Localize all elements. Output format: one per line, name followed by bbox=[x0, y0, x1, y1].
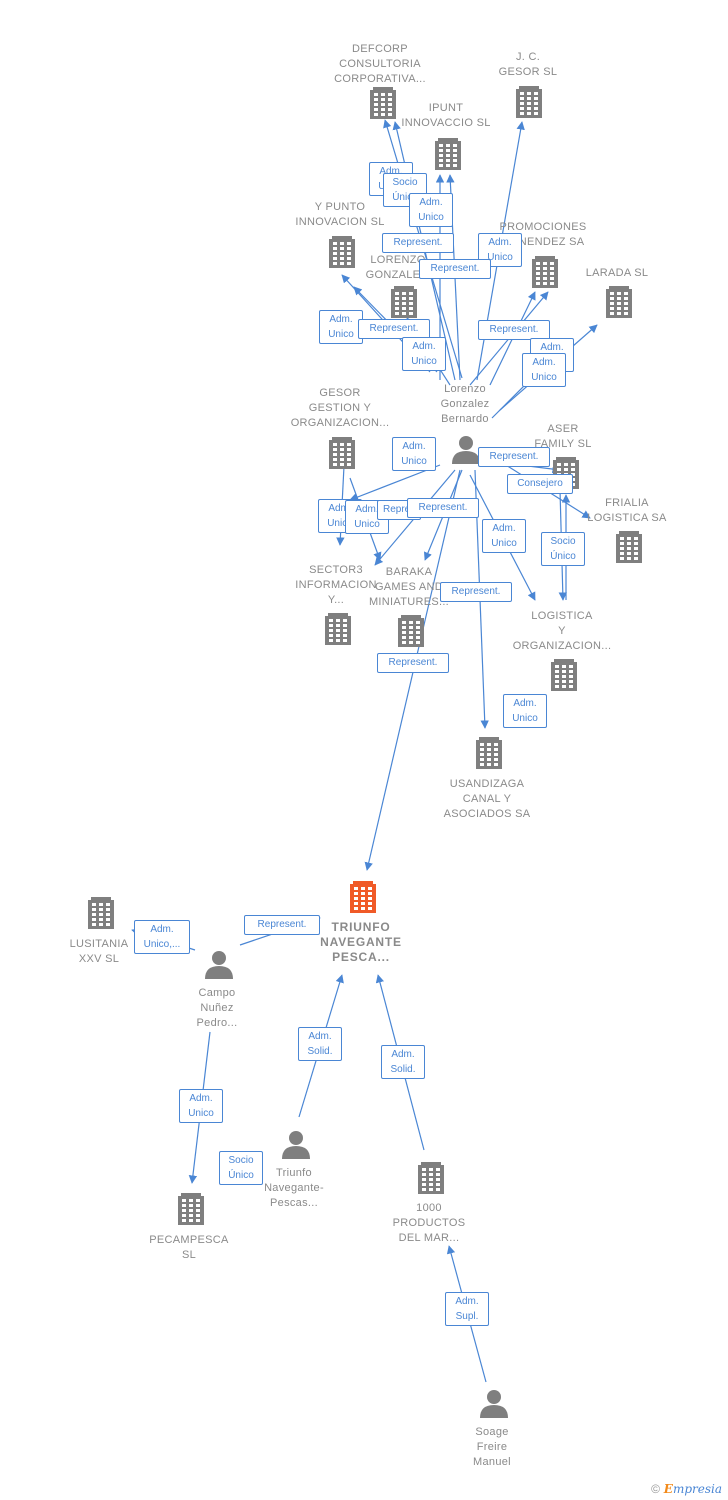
building-icon-beloren[interactable] bbox=[391, 286, 417, 318]
relation-badge[interactable]: Adm. Solid. bbox=[298, 1027, 342, 1061]
building-icon-defcorp[interactable] bbox=[370, 87, 396, 119]
building-icon-sector3[interactable] bbox=[325, 613, 351, 645]
building-icon-baraka[interactable] bbox=[398, 615, 424, 647]
node-label-triunfopescas[interactable]: Triunfo Navegante- Pescas... bbox=[264, 1167, 324, 1209]
building-icon-frialia[interactable] bbox=[616, 531, 642, 563]
relation-badge[interactable]: Socio Único bbox=[541, 532, 585, 566]
relation-badge[interactable]: Adm. Solid. bbox=[381, 1045, 425, 1079]
node-label-defcorp[interactable]: DEFCORP CONSULTORIA CORPORATIVA... bbox=[334, 43, 426, 85]
building-icon-ypunto[interactable] bbox=[329, 236, 355, 268]
relation-badge[interactable]: Socio Único bbox=[219, 1151, 263, 1185]
relation-badge[interactable]: Adm. Unico bbox=[402, 337, 446, 371]
node-label-mil[interactable]: 1000 PRODUCTOS DEL MAR... bbox=[392, 1202, 466, 1244]
relation-badge[interactable]: Represent. bbox=[478, 447, 550, 467]
node-label-lorenzo[interactable]: Lorenzo Gonzalez Bernardo bbox=[440, 383, 490, 425]
icons-layer bbox=[88, 86, 642, 1418]
relation-badge[interactable]: Adm. Unico bbox=[482, 519, 526, 553]
copyright-symbol: © bbox=[651, 1482, 660, 1496]
building-icon-logistica[interactable] bbox=[551, 659, 577, 691]
relation-badge[interactable]: Adm. Unico bbox=[392, 437, 436, 471]
relation-badge[interactable]: Represent. bbox=[440, 582, 512, 602]
relation-badge[interactable]: Consejero bbox=[507, 474, 573, 494]
building-icon-gesor[interactable] bbox=[329, 437, 355, 469]
relation-badge[interactable]: Adm. Supl. bbox=[445, 1292, 489, 1326]
person-icon-campo[interactable] bbox=[205, 951, 233, 979]
person-icon-triunfopescas[interactable] bbox=[282, 1131, 310, 1159]
person-icon-soage[interactable] bbox=[480, 1390, 508, 1418]
brand-initial: E bbox=[663, 1482, 673, 1496]
relation-badge[interactable]: Represent. bbox=[382, 233, 454, 253]
node-label-jc[interactable]: J. C. GESOR SL bbox=[498, 51, 558, 78]
relation-badge[interactable]: Represent. bbox=[419, 259, 491, 279]
node-label-usandizaga[interactable]: USANDIZAGA CANAL Y ASOCIADOS SA bbox=[443, 778, 531, 820]
node-label-sector3[interactable]: SECTOR3 INFORMACION Y... bbox=[295, 564, 377, 606]
relation-badge[interactable]: Adm. Unico bbox=[409, 193, 453, 227]
building-icon-larada[interactable] bbox=[606, 286, 632, 318]
node-label-frialia[interactable]: FRIALIA LOGISTICA SA bbox=[587, 497, 667, 524]
edges-layer bbox=[131, 119, 598, 1383]
building-icon-promociones[interactable] bbox=[532, 256, 558, 288]
relation-badge[interactable]: Represent. bbox=[478, 320, 550, 340]
node-label-ypunto[interactable]: Y PUNTO INNOVACION SL bbox=[295, 201, 385, 228]
brand-name: mpresia bbox=[672, 1482, 722, 1496]
building-icon-mil[interactable] bbox=[418, 1162, 444, 1194]
building-icon-pecampesca[interactable] bbox=[178, 1193, 204, 1225]
node-label-soage[interactable]: Soage Freire Manuel bbox=[473, 1426, 511, 1468]
node-label-campo[interactable]: Campo Nuñez Pedro... bbox=[196, 987, 238, 1029]
relation-badge[interactable]: Adm. Unico bbox=[319, 310, 363, 344]
relation-badge[interactable]: Represent. bbox=[358, 319, 430, 339]
building-icon-triunfo[interactable] bbox=[350, 881, 376, 913]
node-label-larada[interactable]: LARADA SL bbox=[585, 267, 649, 279]
node-label-ipunt[interactable]: IPUNT INNOVACCIO SL bbox=[401, 102, 491, 129]
person-icon-lorenzo[interactable] bbox=[452, 436, 480, 464]
node-label-logistica[interactable]: LOGISTICA Y ORGANIZACION... bbox=[512, 610, 612, 652]
node-label-baraka[interactable]: BARAKA GAMES AND MINIATURES... bbox=[368, 566, 450, 608]
building-icon-lusitania[interactable] bbox=[88, 897, 114, 929]
node-label-gesor[interactable]: GESOR GESTION Y ORGANIZACION... bbox=[290, 387, 390, 429]
node-label-triunfo[interactable]: TRIUNFO NAVEGANTE PESCA... bbox=[320, 920, 402, 964]
relation-badge[interactable]: Adm. Unico,... bbox=[134, 920, 190, 954]
building-icon-ipunt[interactable] bbox=[435, 138, 461, 170]
building-icon-jc[interactable] bbox=[516, 86, 542, 118]
relation-badge[interactable]: Adm. Unico bbox=[522, 353, 566, 387]
node-label-lusitania[interactable]: LUSITANIA XXV SL bbox=[69, 938, 129, 965]
empresia-logo: © Empresia bbox=[651, 1482, 722, 1496]
relation-badge[interactable]: Adm. Unico bbox=[503, 694, 547, 728]
node-label-pecampesca[interactable]: PECAMPESCA SL bbox=[149, 1234, 229, 1261]
relation-badge[interactable]: Adm. Unico bbox=[179, 1089, 223, 1123]
relation-badge[interactable]: Represent. bbox=[407, 498, 479, 518]
relation-badge[interactable]: Represent. bbox=[377, 653, 449, 673]
relation-badge[interactable]: Represent. bbox=[244, 915, 320, 935]
building-icon-usandizaga[interactable] bbox=[476, 737, 502, 769]
